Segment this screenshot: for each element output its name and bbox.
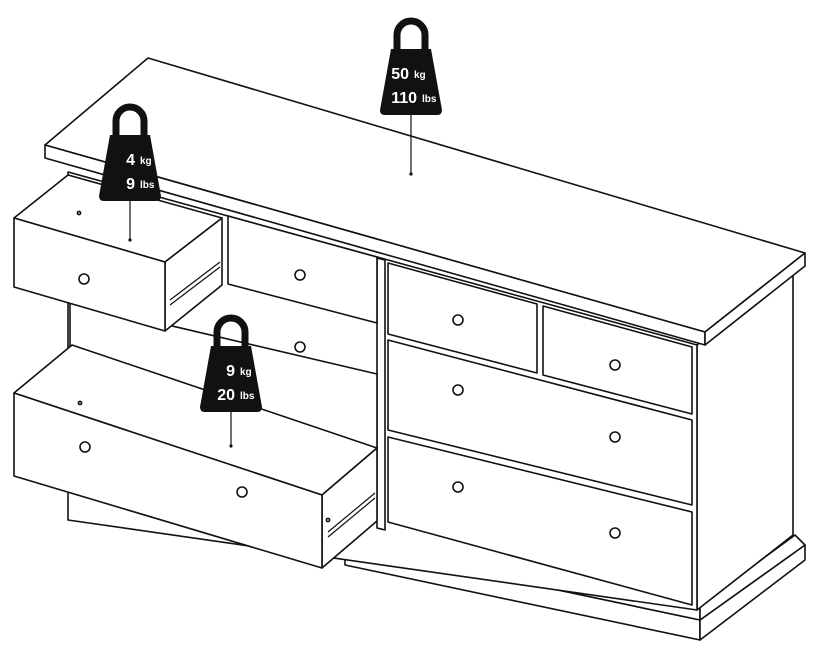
weight-imperial-value: 9 [126,176,135,193]
weight-imperial-unit: lbs [422,94,437,105]
dresser-top [44,57,806,346]
drawer-screw [325,517,331,523]
drawer-knob [236,486,248,498]
drawer-screw [77,400,83,406]
weight-anchor-dot [409,172,413,176]
drawer-knob [452,314,464,326]
drawer-knob [609,527,621,539]
weight-imperial-value: 110 [391,90,417,107]
drawer-knob [452,384,464,396]
weight-imperial-value: 20 [217,387,235,404]
weight-icon: 9 kg 20 lbs [200,314,262,412]
drawer-right-bottom [387,436,693,606]
drawer-knob [79,441,91,453]
center-divider [376,257,386,531]
weight-imperial-unit: lbs [140,180,155,191]
weight-metric-value: 9 [226,363,235,380]
drawer-right-small-2 [542,305,693,415]
weight-imperial-unit: lbs [240,391,255,402]
drawer-knob [78,273,90,285]
weight-metric-value: 4 [126,152,135,169]
drawer-screw [76,210,82,216]
drawer-open-large [13,344,378,569]
drawer-right-small-1 [387,262,538,374]
drawer-knob [609,359,621,371]
drawer-right-middle [387,339,693,506]
weight-metric-unit: kg [414,70,426,81]
weight-metric-value: 50 [391,66,409,83]
weight-anchor-dot [229,444,233,448]
drawer-knob [294,269,306,281]
weight-icon: 4 kg 9 lbs [99,103,161,201]
weight-metric-unit: kg [240,367,252,378]
drawer-open-small [13,174,223,332]
drawer-knob [609,431,621,443]
drawer-left-top-middle [227,215,378,324]
drawer-knob [294,341,306,353]
drawer-knob [452,481,464,493]
weight-icon: 50 kg 110 lbs [380,17,442,115]
weight-anchor-dot [128,238,132,242]
weight-metric-unit: kg [140,156,152,167]
